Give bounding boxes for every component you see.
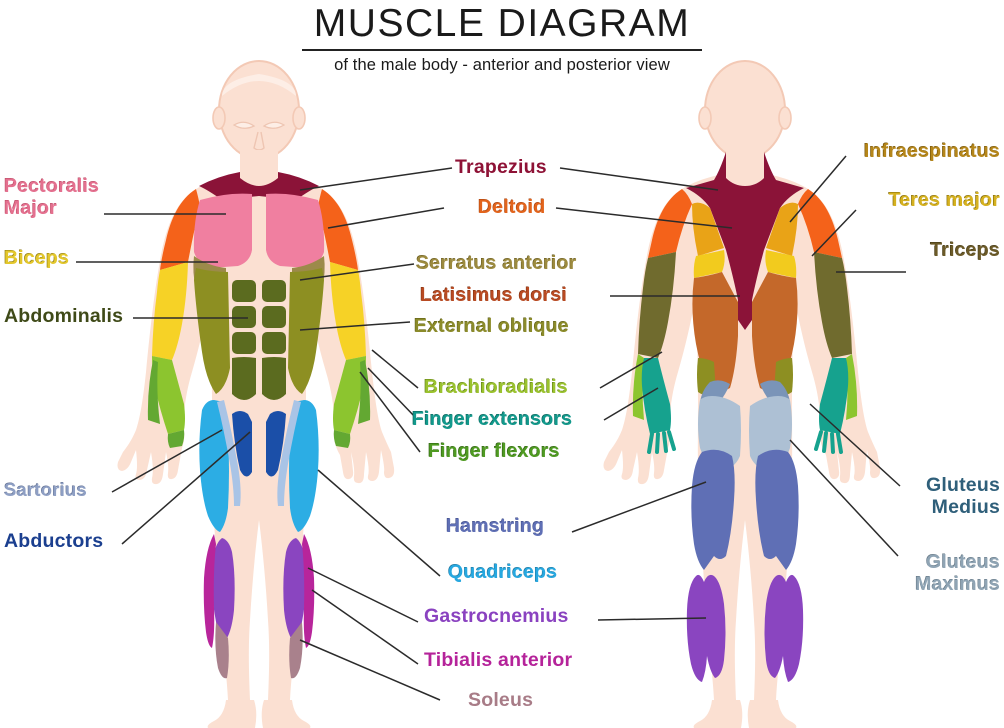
label-external-oblique: External oblique xyxy=(414,315,569,337)
label-pectoralis-major-line2: Major xyxy=(4,196,58,219)
label-biceps: Biceps xyxy=(4,247,70,269)
label-hamstring: Hamstring xyxy=(446,515,545,537)
anterior-skin-base xyxy=(117,60,395,728)
muscle-biceps xyxy=(152,262,366,360)
label-finger-extensors: Finger extensors xyxy=(412,408,573,430)
label-infraespinatus: Infraespinatus xyxy=(863,140,1000,162)
label-soleus: Soleus xyxy=(468,689,534,711)
muscle-hamstring xyxy=(691,449,799,570)
label-tibialis-anterior: Tibialis anterior xyxy=(424,649,573,671)
page-title: MUSCLE DIAGRAM xyxy=(301,2,703,51)
label-gluteus-maximus: Gluteus Maximus xyxy=(915,551,1000,596)
page-subtitle: of the male body - anterior and posterio… xyxy=(334,56,670,74)
muscle-trapezius-anterior xyxy=(199,172,319,200)
label-deltoid: Deltoid xyxy=(478,196,546,218)
label-pectoralis-major-line1: Pectoralis xyxy=(4,175,100,197)
muscle-pectoralis-major xyxy=(193,193,325,268)
label-trapezius: Trapezius xyxy=(455,156,547,178)
muscle-triceps xyxy=(638,252,852,358)
title-block: MUSCLE DIAGRAM of the male body - anteri… xyxy=(0,2,1004,75)
label-pectoralis-major: Pectoralis Major xyxy=(4,175,100,220)
label-gluteus-medius-line2: Medius xyxy=(931,495,1000,518)
label-gluteus-maximus-line1: Gluteus xyxy=(926,551,1000,573)
label-brachioradialis: Brachioradialis xyxy=(424,376,568,398)
label-gluteus-medius-line1: Gluteus xyxy=(926,474,1000,496)
label-abdominalis: Abdominalis xyxy=(4,305,124,327)
label-gastrocnemius: Gastrocnemius xyxy=(424,605,569,627)
label-abductors: Abductors xyxy=(4,530,104,552)
label-latisimus-dorsi: Latisimus dorsi xyxy=(420,284,568,306)
muscle-gastrocnemius-anterior xyxy=(211,538,307,640)
label-finger-flexors: Finger flexors xyxy=(428,440,560,462)
label-gluteus-medius: Gluteus Medius xyxy=(926,474,1000,519)
label-teres-major: Teres major xyxy=(888,189,1000,211)
posterior-skin-base xyxy=(603,60,881,728)
muscle-abdominalis xyxy=(232,280,286,400)
label-serratus-anterior: Serratus anterior xyxy=(416,252,577,274)
label-triceps: Triceps xyxy=(930,239,1000,261)
muscle-soleus xyxy=(215,622,303,679)
muscle-trapezius-posterior xyxy=(686,152,804,330)
muscle-gastrocnemius-posterior xyxy=(686,574,804,682)
muscle-brachioradialis-anterior xyxy=(152,356,366,434)
label-sartorius: Sartorius xyxy=(4,479,88,500)
label-quadriceps: Quadriceps xyxy=(448,561,558,583)
muscle-external-oblique xyxy=(194,268,324,394)
muscle-teres-major xyxy=(693,250,797,278)
posterior-body xyxy=(603,60,881,728)
label-gluteus-maximus-line2: Maximus xyxy=(915,572,1000,595)
